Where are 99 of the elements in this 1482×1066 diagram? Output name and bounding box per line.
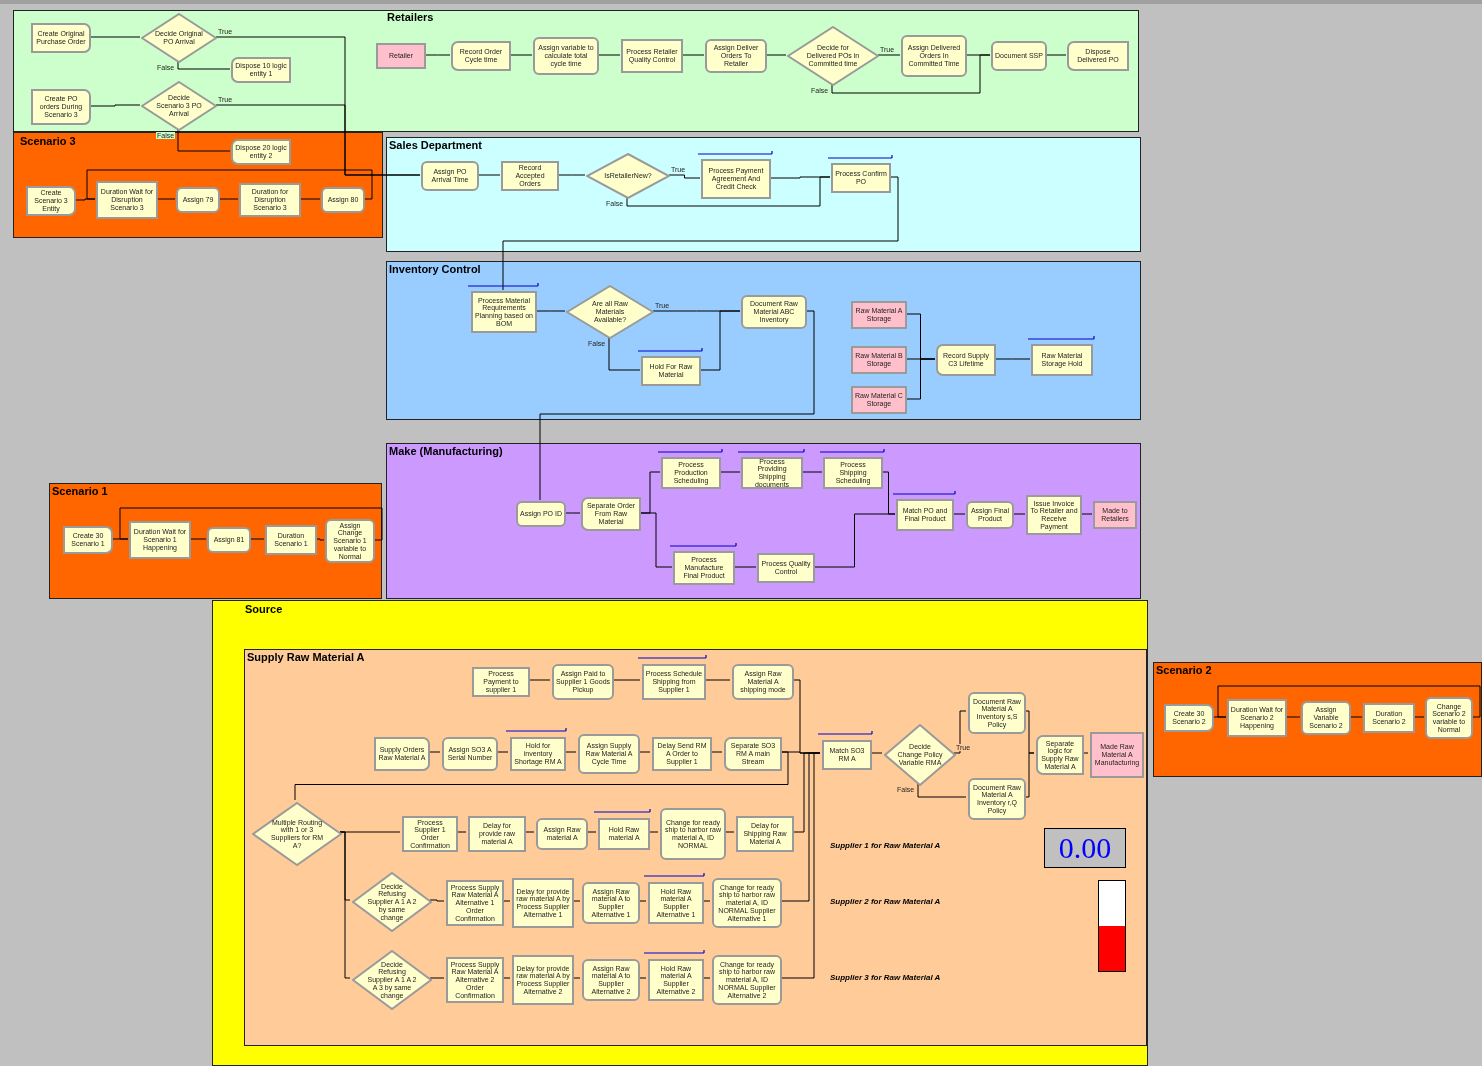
connector-line	[315, 538, 325, 541]
connector-line	[218, 198, 239, 200]
connector-line	[427, 751, 441, 753]
connector-line	[1413, 716, 1425, 718]
connector-line	[965, 54, 991, 56]
value-display: 0.00	[1044, 828, 1126, 868]
connector-line	[869, 752, 883, 754]
connector-line	[1080, 513, 1093, 515]
connector-line	[668, 174, 701, 179]
connector-line	[994, 358, 1031, 360]
supplier-label: Supplier 2 for Raw Material A	[830, 896, 941, 908]
connector-line	[177, 129, 231, 152]
connector-line	[765, 54, 787, 56]
connector-line	[571, 977, 581, 979]
connector-line	[813, 513, 896, 568]
connector-line	[952, 513, 966, 515]
connector-line	[215, 104, 421, 176]
connector-line	[701, 977, 711, 979]
swimlane-band	[244, 649, 1147, 1046]
swimlane-band	[13, 10, 1139, 132]
connector-line	[299, 198, 321, 200]
swimlane-band	[1153, 662, 1482, 777]
connector-line	[905, 358, 936, 400]
connector-line	[501, 977, 511, 979]
connector-line	[455, 831, 467, 833]
lane-title: Retailers	[387, 12, 434, 23]
connector-line	[637, 977, 647, 979]
connector-line	[1217, 685, 1481, 718]
swimlane-band	[386, 137, 1141, 252]
connector-line	[177, 61, 231, 70]
connector-line	[339, 831, 351, 979]
connector-line	[953, 710, 967, 754]
lane-title: Make (Manufacturing)	[389, 446, 503, 457]
connector-line	[523, 831, 535, 833]
connector-line	[597, 54, 621, 56]
connector-line	[877, 54, 901, 56]
level-bar	[1098, 880, 1126, 972]
connector-line	[527, 679, 551, 681]
lane-title: Scenario 3	[20, 136, 76, 147]
connector-line	[917, 783, 967, 798]
connector-line	[733, 566, 757, 568]
connector-line	[585, 831, 597, 833]
connector-line	[703, 679, 731, 681]
connector-line	[709, 751, 723, 753]
connector-line	[1023, 752, 1035, 798]
connector-line	[1045, 54, 1067, 56]
connector-line	[477, 174, 501, 176]
connector-line	[89, 36, 141, 38]
connector-line	[429, 899, 445, 902]
connector-line	[699, 310, 741, 371]
connector-line	[156, 198, 176, 200]
swimlane-band	[386, 443, 1141, 599]
connector-line	[611, 679, 641, 681]
connector-line	[1349, 716, 1363, 718]
connector-line	[119, 507, 383, 541]
swimlane-band	[386, 261, 1141, 420]
connector-line	[539, 310, 815, 501]
swimlane-band	[212, 600, 1148, 1066]
lane-title: Source	[245, 604, 283, 615]
supplier-label: Supplier 3 for Raw Material A	[830, 972, 941, 984]
connector-line	[769, 176, 831, 179]
connector-line	[564, 512, 581, 514]
connector-line	[571, 900, 581, 902]
connector-line	[1081, 752, 1089, 754]
connector-line	[637, 900, 647, 902]
connector-line	[535, 310, 566, 312]
connector-line	[86, 169, 373, 200]
connector-line	[719, 471, 741, 473]
connector-line	[294, 751, 789, 801]
connector-line	[801, 471, 823, 473]
lane-title: Scenario 2	[1156, 665, 1212, 676]
connector-line	[89, 104, 141, 107]
lane-title: Sales Department	[389, 140, 482, 151]
connector-line	[563, 751, 577, 753]
connector-line	[637, 751, 651, 753]
connector-line	[701, 900, 711, 902]
supplier-label: Supplier 1 for Raw Material A	[830, 840, 941, 852]
connector-line	[1012, 513, 1026, 515]
connector-line	[249, 538, 265, 540]
connector-line	[1285, 716, 1301, 718]
connector-line	[681, 54, 705, 56]
connector-line	[509, 54, 533, 56]
lane-title: Scenario 1	[52, 486, 108, 497]
connector-line	[557, 174, 586, 176]
lane-title: Inventory Control	[389, 264, 481, 275]
connector-line	[429, 977, 445, 979]
connector-line	[608, 337, 641, 371]
connector-line	[502, 176, 899, 291]
connector-line	[723, 831, 735, 833]
connector-line	[424, 54, 451, 56]
connector-line	[501, 900, 511, 902]
connector-line	[189, 538, 207, 540]
swimlane-band	[13, 132, 383, 238]
connector-line	[779, 752, 821, 979]
lane-title: Supply Raw Material A	[247, 652, 365, 663]
connector-line	[495, 751, 509, 753]
connector-line	[647, 831, 659, 833]
connector-line	[639, 512, 673, 568]
swimlane-band	[49, 483, 382, 599]
